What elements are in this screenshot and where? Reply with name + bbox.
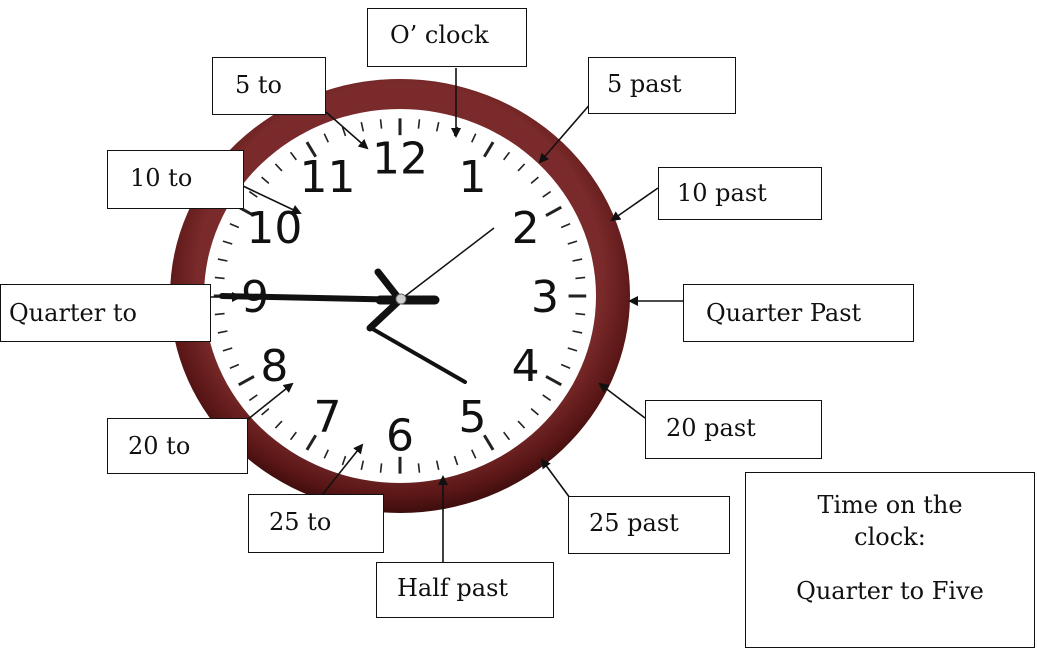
label-ten-to: 10 to [107,150,244,209]
label-oclock-text: O’ clock [390,21,526,49]
label-twentyfive-past: 25 past [568,496,730,554]
time-summary-box: Time on the clock: Quarter to Five [745,472,1035,648]
label-ten-to-text: 10 to [130,164,243,192]
label-twentyfive-to: 25 to [248,494,384,553]
numeral-2: 2 [512,203,540,254]
numeral-3: 3 [531,272,559,323]
numeral-12: 12 [372,134,428,185]
label-twenty-to: 20 to [107,418,248,474]
label-quarter-to: Quarter to [0,284,211,342]
label-oclock: O’ clock [367,8,527,67]
numeral-6: 6 [386,410,414,461]
label-five-past: 5 past [588,57,736,114]
numeral-4: 4 [512,341,540,392]
label-five-past-text: 5 past [607,70,735,98]
arrow-twenty-past [600,384,645,418]
minute-tick [418,119,419,128]
label-five-to: 5 to [212,57,326,115]
numeral-11: 11 [299,152,355,203]
minute-tick [575,277,585,278]
label-ten-past: 10 past [658,167,822,220]
summary-line-2: clock: [746,521,1034,553]
numeral-5: 5 [459,392,487,443]
hand-pivot [396,294,406,304]
label-twenty-to-text: 20 to [128,432,247,460]
minute-tick [215,314,225,315]
label-quarter-to-text: Quarter to [9,299,210,327]
summary-line-3: Quarter to Five [746,575,1034,607]
summary-line-1: Time on the [746,489,1034,521]
label-twenty-past: 20 past [645,400,822,459]
arrow-twentyfive-past [542,460,570,498]
label-quarter-past: Quarter Past [683,284,914,342]
arrow-ten-past [612,188,658,220]
label-twentyfive-past-text: 25 past [589,509,729,537]
numeral-7: 7 [313,392,341,443]
minute-tick [575,314,585,315]
minute-tick [215,277,225,278]
label-half-past-text: Half past [397,574,553,602]
minute-tick [418,463,419,472]
label-half-past: Half past [376,562,554,618]
label-twenty-past-text: 20 past [666,414,821,442]
minute-tick [381,119,382,128]
label-twentyfive-to-text: 25 to [269,508,383,536]
minute-tick [381,463,382,472]
label-ten-past-text: 10 past [677,179,821,207]
label-quarter-past-text: Quarter Past [706,299,913,327]
label-five-to-text: 5 to [235,71,325,99]
numeral-1: 1 [459,152,487,203]
numeral-8: 8 [260,341,288,392]
